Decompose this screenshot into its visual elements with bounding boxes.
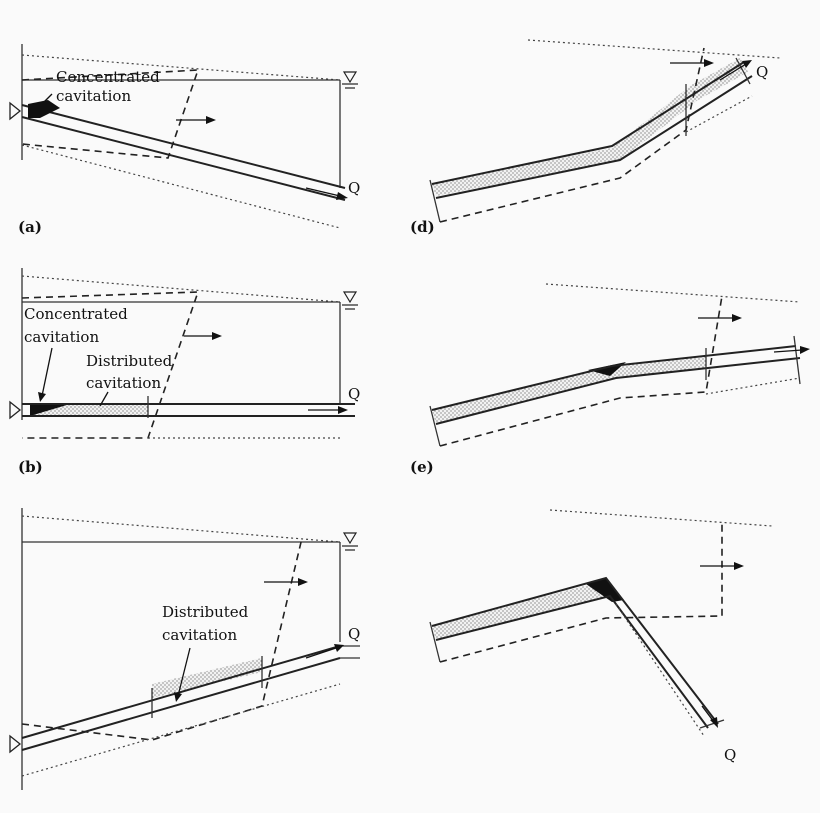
panel-label-a: (a) <box>18 218 42 236</box>
valve-icon <box>9 400 22 420</box>
concentrated-cavity <box>28 100 60 118</box>
concentrated-label-1: Concentrated <box>56 68 160 86</box>
flow-label: Q <box>348 179 360 197</box>
reservoir-level-icon <box>342 71 358 89</box>
flow-arrow <box>305 187 348 200</box>
concentrated-label-2: cavitation <box>24 328 99 346</box>
static-head-line <box>545 283 801 303</box>
pressure-wave-front <box>439 295 723 447</box>
pipe-bottom <box>435 75 753 199</box>
flow-arrow <box>701 705 718 728</box>
flow-label: Q <box>756 63 768 81</box>
pipe-bottom <box>435 357 801 425</box>
pipe-start <box>429 621 441 663</box>
flow-arrow <box>719 60 752 81</box>
pipe-top <box>431 345 797 411</box>
vapor-pressure-line <box>21 683 341 777</box>
static-head-line <box>527 39 781 59</box>
wave-arrow <box>184 332 222 340</box>
leader-line <box>177 647 191 697</box>
pressure-wave-front <box>21 69 200 159</box>
leader-line <box>41 347 53 397</box>
flow-label: Q <box>348 625 360 643</box>
reservoir-level-icon <box>342 532 358 551</box>
distributed-label-1: Distributed <box>162 603 249 621</box>
pipe-top <box>431 576 719 725</box>
wave-arrow <box>670 59 714 67</box>
flow-label: Q <box>348 385 360 403</box>
panel-c: Distributed cavitation Q <box>9 508 360 790</box>
concentrated-cavity <box>30 404 70 416</box>
concentrated-label-1: Concentrated <box>24 305 128 323</box>
static-head-line <box>21 275 341 303</box>
static-head-line <box>549 509 773 527</box>
pipe-bottom <box>21 657 341 751</box>
distributed-label-1: Distributed <box>86 352 173 370</box>
vapor-pressure-line <box>705 377 801 395</box>
vapor-pressure-line <box>615 603 705 737</box>
valve-icon <box>9 734 22 754</box>
panel-label-d: (d) <box>410 218 435 236</box>
pipe-start <box>429 179 441 223</box>
static-head-line <box>21 54 341 81</box>
distributed-cavity <box>432 58 748 196</box>
pipe-bottom <box>435 594 709 729</box>
pipe-end <box>735 57 751 85</box>
pressure-wave-front <box>21 291 200 439</box>
reservoir-level-icon <box>342 291 358 310</box>
flow-arrow <box>305 644 344 659</box>
leader-arrowhead <box>38 392 46 402</box>
static-head-line <box>21 515 341 543</box>
wave-arrow <box>698 314 742 322</box>
flow-arrow <box>773 346 810 354</box>
pressure-wave-front <box>21 537 303 741</box>
panel-label-e: (e) <box>410 458 434 476</box>
wave-arrow <box>700 562 744 570</box>
leader-line-2 <box>99 391 109 407</box>
distributed-cavity <box>152 658 262 698</box>
panel-d: Q (d) <box>410 39 781 236</box>
concentrated-label-2: cavitation <box>56 87 131 105</box>
panel-a: Concentrated cavitation Q (a) <box>9 44 360 236</box>
panel-f: Q <box>429 509 773 764</box>
pipe-start <box>429 405 441 447</box>
pressure-wave-front <box>439 524 723 663</box>
pipe-end <box>699 719 725 729</box>
pipe-bottom <box>21 116 346 201</box>
panel-label-b: (b) <box>18 458 43 476</box>
pressure-wave-front <box>439 47 705 223</box>
pipe-top <box>21 104 346 189</box>
distributed-label-2: cavitation <box>86 374 161 392</box>
flow-label: Q <box>724 746 736 764</box>
wave-arrow <box>264 578 308 586</box>
pipe-top <box>431 61 745 185</box>
concentrated-cavity <box>586 578 624 602</box>
panel-e: (e) <box>410 283 810 476</box>
leader-arrowhead <box>174 692 182 702</box>
pipe-top <box>21 645 341 739</box>
pipe-end <box>793 335 801 385</box>
distributed-label-2: cavitation <box>162 626 237 644</box>
leader-line <box>41 93 53 105</box>
panel-b: Concentrated cavitation Distributed cavi… <box>9 268 360 476</box>
flow-arrow <box>308 406 348 414</box>
wave-arrow <box>176 116 216 124</box>
distributed-cavity <box>432 584 612 640</box>
valve-icon <box>9 101 22 121</box>
